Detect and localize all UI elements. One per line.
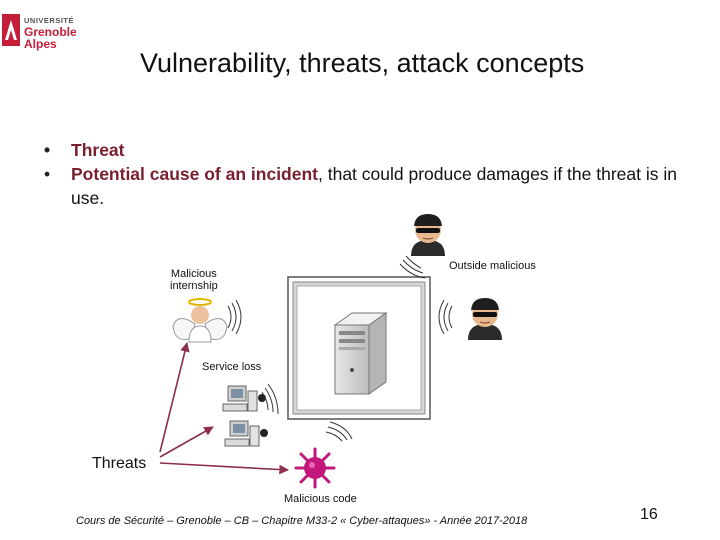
protected-system-frame (287, 276, 431, 420)
logo-line-universite: UNIVERSITÉ (24, 16, 75, 25)
logo-line-alpes: Alpes (24, 37, 57, 51)
bullet-potential-cause-rest: , that could produce damages if the thre… (71, 164, 677, 208)
signal-waves-icon-angel (227, 299, 242, 335)
label-malicious-internship-line2: internship (170, 280, 218, 292)
arrow-to-malicious-code (159, 462, 289, 475)
page-number: 16 (640, 506, 658, 523)
label-service-loss: Service loss (202, 361, 262, 373)
university-logo-icon (2, 14, 20, 46)
arrow-to-internship (159, 342, 190, 453)
label-outside-malicious: Outside malicious (449, 260, 536, 272)
bullet-threat: • Threat (44, 138, 684, 162)
slide-title: Vulnerability, threats, attack concepts (140, 48, 585, 78)
bullet-list: • Threat • Potential cause of an inciden… (44, 138, 684, 210)
label-threats: Threats (92, 455, 147, 472)
signal-waves-icon-virus (325, 421, 353, 442)
bullet-dot: • (44, 164, 51, 184)
bullet-threat-text: Threat (71, 140, 125, 160)
signal-waves-icon-right (438, 299, 453, 335)
arrow-to-service-loss (159, 426, 214, 458)
workstation-icon-2 (224, 420, 268, 447)
university-logo: UNIVERSITÉ Grenoble Alpes (2, 6, 102, 56)
hacker-icon-outside-top (411, 214, 445, 256)
threat-arrows (159, 342, 289, 475)
logo-line-grenoble-alpes: Grenoble Alpes (24, 26, 77, 50)
signal-waves-icon-top (399, 255, 426, 279)
bullet-potential-cause: • Potential cause of an incident, that c… (44, 162, 684, 210)
angel-icon-internship (172, 298, 228, 343)
label-malicious-code: Malicious code (284, 493, 357, 505)
bullet-potential-cause-strong: Potential cause of an incident (71, 164, 318, 184)
label-malicious-internship: Malicious internship (170, 268, 218, 292)
hacker-icon-outside-right (468, 298, 502, 340)
slide-footer: Cours de Sécurité – Grenoble – CB – Chap… (76, 515, 528, 527)
workstation-icon-1 (222, 385, 266, 412)
server-icon (333, 312, 388, 395)
logo-line-grenoble: Grenoble (24, 25, 77, 39)
virus-icon-malicious-code (294, 447, 336, 489)
label-malicious-internship-line1: Malicious (170, 268, 217, 280)
bullet-dot: • (44, 140, 51, 160)
signal-waves-icon-workstation (261, 383, 279, 415)
